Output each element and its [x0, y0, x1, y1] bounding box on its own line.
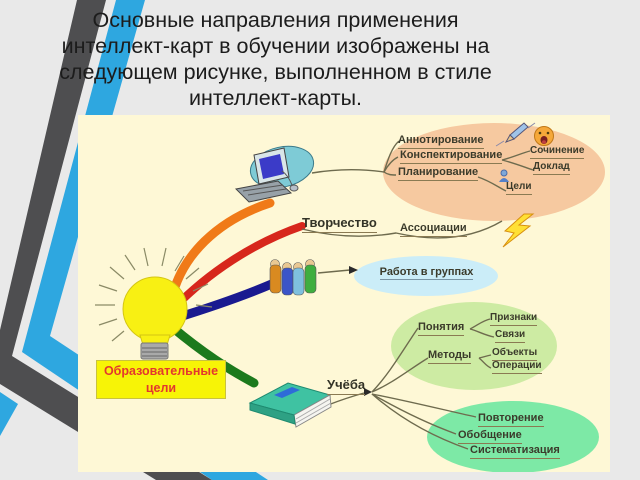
line-study-generalization: [371, 393, 457, 435]
branch-red: [170, 222, 306, 312]
label-group-work-text: Работа в группах: [379, 266, 474, 280]
mindmap-graphics: [95, 122, 605, 472]
dark-stripe: [0, 0, 212, 480]
slide-title: Основные направления применения интеллек…: [18, 7, 533, 111]
label-repetition: Повторение: [478, 412, 544, 428]
groupwork-ellipse: [354, 256, 498, 296]
line-book-study: [327, 392, 365, 406]
blue-corner-wedge: [0, 392, 18, 436]
label-features: Признаки: [490, 312, 538, 326]
label-annotating: Аннотирование: [398, 134, 484, 150]
study-ellipse: [427, 401, 599, 472]
label-objects: Объекты: [492, 347, 538, 361]
branch-green: [167, 322, 259, 388]
line-features: [469, 318, 491, 330]
title-line: интеллект-карты.: [188, 86, 363, 110]
line-groupwork-arrow: [317, 269, 351, 274]
label-concepts: Понятия: [418, 321, 465, 337]
label-planning: Планирование: [398, 166, 479, 182]
line-report: [501, 159, 534, 171]
arrowhead-study: [364, 388, 372, 396]
line-essay: [501, 150, 531, 161]
lightbulb-icon: [95, 247, 213, 360]
line-operations: [478, 357, 492, 369]
computer-icon: [234, 145, 315, 203]
goal-icon: [499, 169, 509, 182]
mindmap-image: Аннотирование Конспектирование Планирова…: [78, 115, 610, 472]
label-essay: Сочинение: [530, 145, 585, 159]
line-creativity: [301, 220, 503, 239]
label-systematization: Систематизация: [470, 444, 560, 460]
line-study-repetition: [371, 393, 477, 418]
label-creativity: Творчество: [302, 215, 377, 233]
lightning-icon: [502, 213, 535, 248]
line-study-concepts: [371, 327, 419, 393]
line-notes-fan3: [383, 171, 397, 176]
smiley-icon: [534, 126, 554, 146]
title-line: интеллект-карт в обучении изображены на: [61, 34, 490, 58]
root-topic-box: Образовательные цели: [96, 360, 226, 399]
line-goals: [477, 176, 507, 192]
line-notes-fan2: [383, 156, 399, 173]
title-line: Основные направления применения: [92, 8, 459, 32]
book-icon: [248, 382, 332, 428]
label-summarizing: Конспектирование: [400, 149, 503, 165]
label-generalization: Обобщение: [458, 429, 522, 445]
line-relations: [469, 328, 495, 338]
label-group-work: Работа в группах: [354, 266, 499, 280]
label-relations: Связи: [495, 329, 526, 343]
notes-ellipse: [383, 123, 605, 221]
concepts-ellipse: [391, 302, 557, 390]
line-study-methods: [371, 357, 429, 393]
root-topic-text: Образовательные цели: [103, 363, 219, 395]
label-goals: Цели: [506, 181, 532, 195]
people-figures-icon: [269, 259, 317, 296]
line-notes-fan1: [383, 140, 400, 173]
line-computer-notes: [311, 169, 385, 174]
label-associations: Ассоциации: [400, 222, 467, 238]
arrowhead-groupwork: [349, 266, 358, 274]
line-study-systematization: [371, 393, 469, 450]
line-objects: [478, 354, 492, 359]
title-line: следующем рисунке, выполненном в стиле: [59, 60, 492, 84]
label-study: Учёба: [327, 377, 366, 395]
pencil-icon: [495, 122, 536, 147]
branch-blue: [171, 278, 279, 323]
label-methods: Методы: [428, 349, 472, 365]
label-report: Доклад: [533, 161, 570, 175]
label-operations: Операции: [492, 360, 542, 374]
